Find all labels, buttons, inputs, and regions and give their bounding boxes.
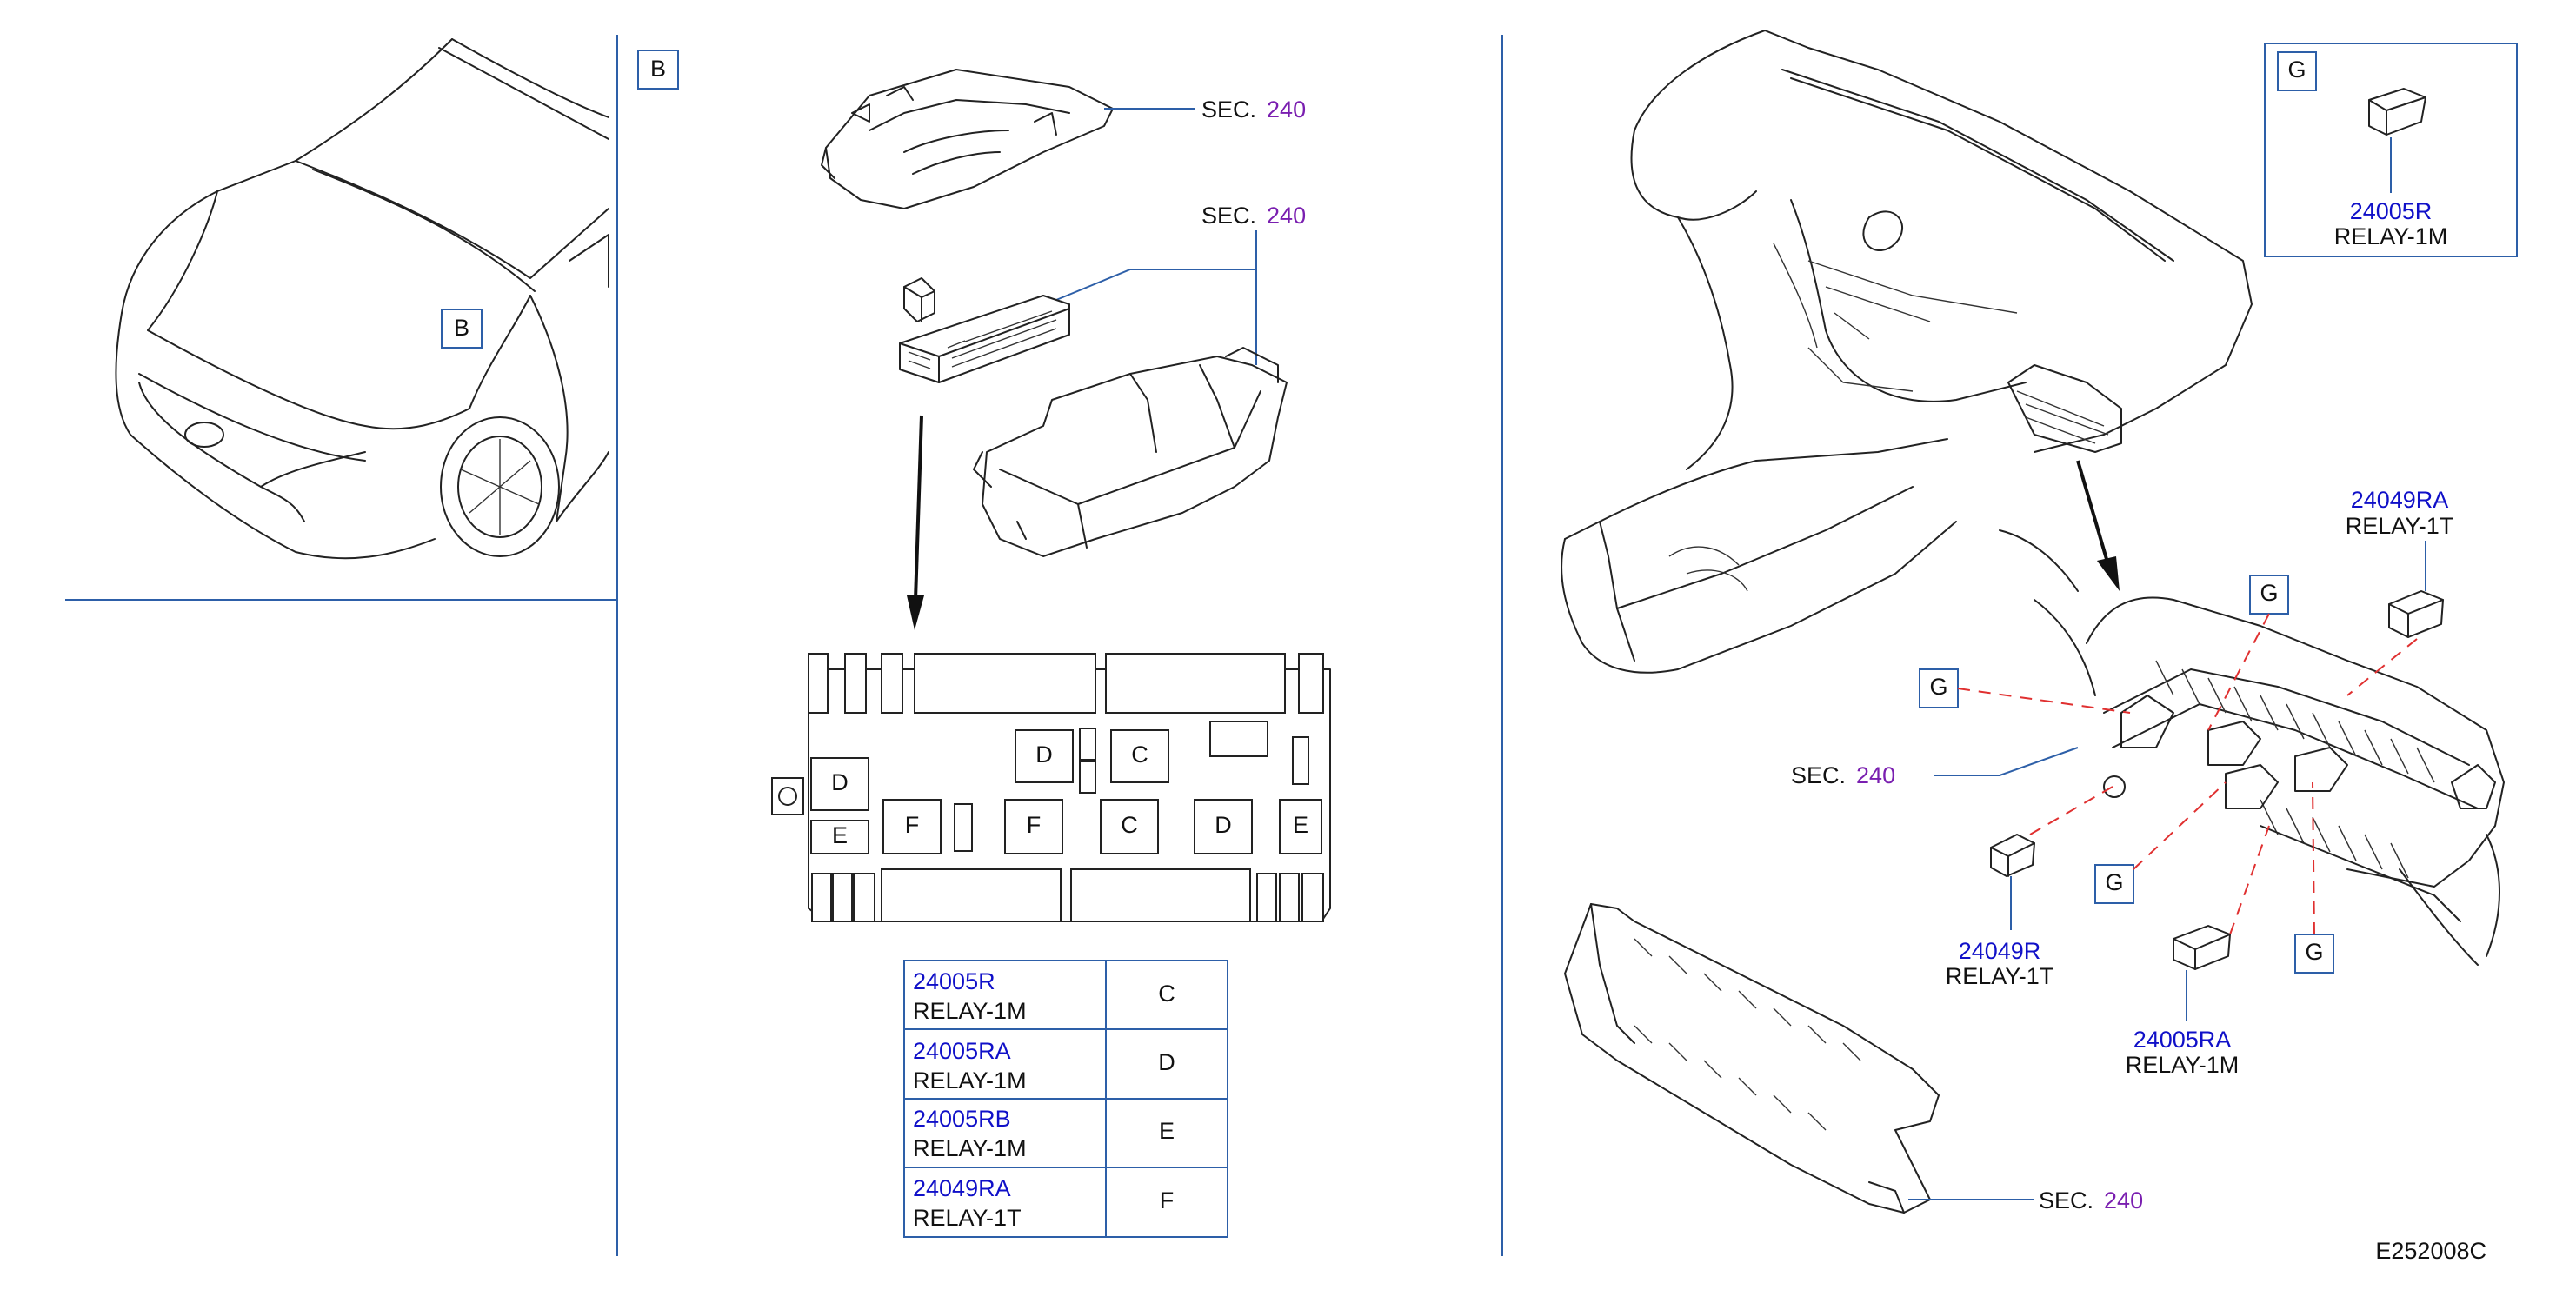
cell-f-1: [882, 799, 942, 854]
relay-block-sec-leader: [1934, 747, 2079, 776]
cell-f-2: [1004, 799, 1063, 854]
sec-label-box: SEC.240: [1201, 203, 1306, 229]
relay-top-part-name: RELAY-1T: [2346, 513, 2454, 539]
cell-d-2: [1015, 729, 1074, 783]
cell-d-3-label: D: [1215, 812, 1232, 838]
arrow-to-relay-block: [2076, 460, 2110, 566]
cell-f-1-label: F: [905, 812, 920, 838]
cell-c-1: [1110, 729, 1169, 783]
cell-e-2: [1279, 799, 1322, 854]
g-marker-2-leader: [1957, 688, 2131, 714]
g-marker-1-leader: [2207, 613, 2270, 731]
relay-top-part-no: 24049RA: [2351, 487, 2449, 513]
fuse-block-illustration: [899, 295, 1070, 383]
fuse-layout-cells: D E D C F F C D E: [810, 729, 1322, 854]
cell-c-2: [1100, 799, 1159, 854]
g-marker-3-leader: [2133, 781, 2227, 870]
g-inset-marker-frame: [2277, 51, 2317, 91]
panel-b-frame: [637, 50, 679, 90]
relay-block-illustration: [1999, 529, 2505, 966]
car-view-b-label: B: [454, 315, 469, 341]
g-inset-part-name: RELAY-1M: [2334, 223, 2448, 249]
g-inset-marker-label: G: [2287, 57, 2306, 83]
g-marker-1-frame: [2249, 575, 2289, 615]
relay-top-dashed-leader: [2346, 638, 2418, 696]
table-row-1-ref: C: [1158, 981, 1175, 1007]
diagram-code: E252008C: [2375, 1238, 2486, 1264]
cell-d-1: [810, 757, 869, 811]
cell-e-2-label: E: [1293, 812, 1308, 838]
table-row-3-name: RELAY-1M: [913, 1135, 1027, 1161]
g-marker-3: G: [2105, 869, 2123, 895]
g-marker-4: G: [2305, 939, 2323, 965]
table-row-2-part-no: 24005RA: [913, 1038, 1011, 1064]
table-row-1-part-no: 24005R: [913, 968, 995, 994]
g-marker-1: G: [2260, 580, 2278, 606]
relay-left-part-name: RELAY-1T: [1946, 963, 2054, 989]
sec-label-relay-block: SEC.240: [1791, 762, 1895, 788]
sec-label-cover: SEC.240: [1201, 96, 1306, 123]
table-row-4-ref: F: [1160, 1187, 1175, 1214]
cell-c-2-label: C: [1121, 812, 1138, 838]
cell-e-1: [810, 820, 869, 854]
table-row-2-ref: D: [1158, 1049, 1175, 1075]
table-row-2-name: RELAY-1M: [913, 1067, 1027, 1094]
g-inset-relay-illustration: [2368, 88, 2426, 136]
cell-d-1-label: D: [831, 769, 849, 795]
cell-d-3: [1194, 799, 1253, 854]
relay-left-part-no: 24049R: [1959, 938, 2041, 964]
cell-f-2-label: F: [1027, 812, 1042, 838]
table-row-3-part-no: 24005RB: [913, 1106, 1011, 1132]
table-row-4-part-no: 24049RA: [913, 1175, 1011, 1201]
dashboard-illustration: [1561, 30, 2253, 674]
relay-bottom-dashed-leader: [2229, 825, 2270, 935]
table-row-3-ref: E: [1159, 1118, 1175, 1144]
car-view-b-frame: [441, 309, 483, 349]
cell-d-2-label: D: [1035, 741, 1053, 768]
parts-table: 24005R RELAY-1M C 24005RA RELAY-1M D 240…: [903, 960, 1228, 1238]
relay-left-illustration: [1990, 834, 2035, 877]
table-row-1-name: RELAY-1M: [913, 998, 1027, 1024]
relay-cover-illustration: [1564, 903, 1940, 1214]
g-marker-3-frame: [2094, 864, 2134, 904]
relay-bottom-part-name: RELAY-1M: [2126, 1052, 2240, 1078]
relay-box-housing-illustration: [973, 347, 1288, 557]
g-marker-2: G: [1929, 674, 1947, 700]
arrow-head-1: [907, 595, 924, 630]
box-sec-leader: [1055, 230, 1257, 365]
arrow-to-fuse-layout: [914, 415, 923, 601]
fuse-box-cover-illustration: [821, 69, 1114, 209]
car-front-illustration: [115, 38, 609, 560]
relay-bottom-illustration: [2173, 925, 2231, 970]
small-relay-illustration: [903, 277, 935, 322]
panel-b-label: B: [650, 56, 666, 82]
relay-bottom-part-no: 24005RA: [2133, 1027, 2232, 1053]
arrow-head-2: [2097, 556, 2120, 591]
g-inset-part-no: 24005R: [2350, 198, 2433, 224]
cell-c-1-label: C: [1131, 741, 1148, 768]
g-marker-4-leader: [2312, 781, 2315, 935]
relay-top-illustration: [2388, 590, 2444, 638]
cell-e-1-label: E: [832, 822, 848, 848]
fuse-box-layout: [771, 653, 1331, 922]
sec-label-bottom-cover: SEC.240: [2039, 1187, 2143, 1214]
relay-left-dashed-leader: [2029, 786, 2113, 835]
table-row-4-name: RELAY-1T: [913, 1205, 1022, 1231]
